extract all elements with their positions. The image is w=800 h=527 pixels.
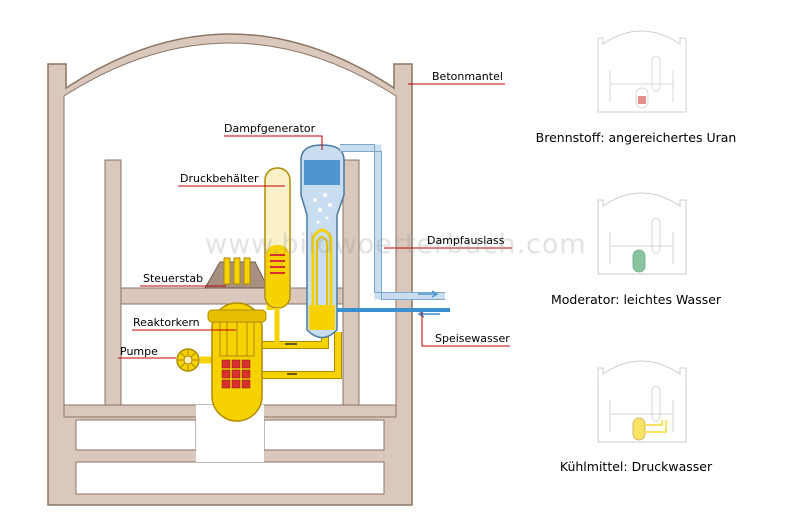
steam-pipe [340,144,445,300]
label-pumpe: Pumpe [120,345,158,358]
reactor-core [221,359,251,389]
control-rod-drive [204,257,269,289]
label-dampfauslass: Dampfauslass [427,234,505,247]
label-betonmantel: Betonmantel [432,70,503,83]
pump [176,348,200,372]
label-reaktorkern: Reaktorkern [133,316,200,329]
thumbnail-fuel [597,30,687,113]
caption-brennstoff: Brennstoff: angereichertes Uran [535,130,737,145]
steam-generator [300,144,345,339]
thumbnail-moderator [597,192,687,275]
pressurizer [264,167,291,345]
thumbnail-coolant [597,360,687,443]
leader-lines [118,83,512,359]
label-steuerstab: Steuerstab [143,272,204,285]
watermark: www.bildwoerterbuch.com [205,229,587,260]
label-speisewasser: Speisewasser [435,332,510,345]
caption-moderator: Moderator: leichtes Wasser [550,292,722,307]
label-druckbehaelter: Druckbehälter [180,172,259,185]
label-dampfgenerator: Dampfgenerator [224,122,316,135]
caption-kuehlmittel: Kühlmittel: Druckwasser [559,459,713,474]
